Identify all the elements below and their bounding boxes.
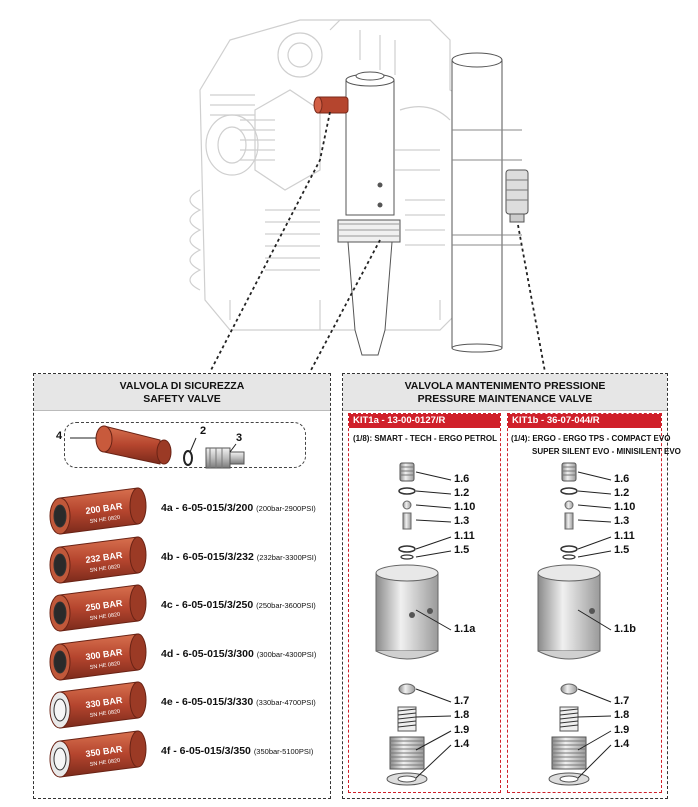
safety-valve-exploded [70,425,245,469]
kit-b-part-label: 1.11 [614,530,635,542]
kit-b-part-label: 1.9 [614,724,630,736]
valve-variant-code-text: 4a - 6-05-015/3/200 [161,502,257,514]
kit-b-leader-line [577,471,612,481]
kit-b-leader-line [577,504,612,509]
kit-b-leader-line [577,490,612,495]
kit-b-title: KIT1b - 36-07-044/R [508,414,661,428]
valve-variant-range: (200bar-2900PSI) [256,504,316,513]
kit-b-part-label: 1.4 [614,738,630,750]
valve-variant-range: (300bar-4300PSI) [256,649,317,659]
safety-valve-header: VALVOLA DI SICUREZZA SAFETY VALVE [34,374,330,411]
kit-b-box: KIT1b - 36-07-044/R [507,413,662,793]
pressure-valve-title-it: VALVOLA MANTENIMENTO PRESSIONE [404,380,606,392]
kit-b-part-label: 1.1b [614,623,637,635]
kit-a-part-label: 1.10 [454,501,476,513]
part-label-3: 3 [236,432,243,444]
kit-a-leader-line [415,744,452,779]
kit-a-leader-line [415,519,452,523]
kit-a-leader-line [415,471,452,481]
kit-a-subtitle: (1/8): SMART - TECH - ERGO PETROL [353,434,497,443]
kit-a-leader-line [415,609,452,631]
kit-a-part-label: 1.1a [454,623,476,635]
kit-b-leader-line [577,536,612,550]
kit-a-part-label: 1.6 [454,473,470,485]
kit-b-leader-line [577,688,612,703]
valve-variant-range: (330bar-4700PSI) [256,698,316,707]
valve-variant-code: 4e - 6-05-015/3/330 (330bar-4700PSI) [161,696,316,708]
kit-a-leader-line [415,550,452,558]
kit-a-title: KIT1a - 13-00-0127/R [349,414,500,428]
kit-b-part-label: 1.2 [614,487,630,499]
kit-b-part-label: 1.5 [614,544,630,556]
valve-variant-print-serial: SN HE 0820 [89,563,120,573]
kit-a-part-label: 1.4 [454,738,470,750]
kit-b-leader-line [577,730,612,751]
kit-b-leader-line [577,744,612,779]
valve-variant-print-serial: SN HE 0820 [89,612,120,622]
pressure-valve-exploded [375,462,612,786]
kit-b-subtitle-2: SUPER SILENT EVO - MINISILENT EVO [532,447,681,456]
kit-a-part-label: 1.5 [454,544,470,556]
safety-valve-panel: VALVOLA DI SICUREZZA SAFETY VALVE [33,373,331,799]
valve-variant-code: 4a - 6-05-015/3/200 (200bar-2900PSI) [161,502,316,514]
kit-a-part-label: 1.2 [454,487,470,499]
valve-variant-code-text: 4e - 6-05-015/3/330 [161,696,257,708]
part-label-2: 2 [200,425,207,437]
valve-variant-code: 4f - 6-05-015/3/350 (350bar-5100PSI) [161,745,313,757]
kit-a-part-label: 1.8 [454,709,470,721]
valve-variant-code-text: 4f - 6-05-015/3/350 [161,744,254,757]
kit-b-leader-line [577,550,612,558]
valve-variant-range: (232bar-3300PSI) [256,552,317,562]
kit-b-part-label: 1.10 [614,501,636,513]
pressure-valve-title-en: PRESSURE MAINTENANCE VALVE [417,393,593,405]
valve-variant-range: (350bar-5100PSI) [253,746,314,756]
kit-a-leader-line [415,730,452,751]
kit-a-part-label: 1.9 [454,724,470,736]
kit-a-part-label: 1.11 [454,530,475,542]
kit-b-part-label: 1.7 [614,695,630,707]
kit-a-part-label: 1.7 [454,695,470,707]
kit-b-subtitle-1: (1/4): ERGO - ERGO TPS - COMPACT EVO [511,434,671,443]
part-label-4: 4 [56,430,63,442]
kit-a-part-label: 1.3 [454,515,470,527]
kit-a-leader-line [415,715,452,718]
kit-b-part-label: 1.3 [614,515,630,527]
valve-variant-code-text: 4b - 6-05-015/3/232 [161,550,257,563]
kit-a-leader-line [415,490,452,495]
kit-a-leader-line [415,536,452,550]
valve-variant-code: 4c - 6-05-015/3/250 (250bar-3600PSI) [161,599,316,611]
kit-b-leader-line [577,609,612,631]
kit-b-leader-line [577,519,612,523]
valve-variant-print-serial: SN HE 0820 [89,660,120,670]
valve-variant-code-text: 4c - 6-05-015/3/250 [161,599,257,611]
kit-b-part-label: 1.8 [614,709,630,721]
pressure-valve-panel: VALVOLA MANTENIMENTO PRESSIONE PRESSURE … [342,373,668,799]
valve-variant-code-text: 4d - 6-05-015/3/300 [161,647,257,660]
kit-b-part-label: 1.6 [614,473,630,485]
valve-variant-code: 4b - 6-05-015/3/232 (232bar-3300PSI) [161,551,316,563]
valve-variant-print-serial: SN HE 0820 [89,515,120,525]
kit-a-leader-line [415,504,452,509]
safety-valve-title-en: SAFETY VALVE [143,393,221,405]
valve-variant-code: 4d - 6-05-015/3/300 (300bar-4300PSI) [161,648,316,660]
valve-variant-print-serial: SN HE 0820 [89,757,120,767]
kit-a-leader-line [415,688,452,703]
kit-b-leader-line [577,715,612,718]
kit-a-box: KIT1a - 13-00-0127/R [348,413,501,793]
valve-variant-print-serial: SN HE 0820 [89,709,120,719]
safety-valve-title-it: VALVOLA DI SICUREZZA [119,380,245,392]
compressor-illustration [189,19,546,372]
valve-variant-range: (250bar-3600PSI) [256,601,316,610]
pressure-valve-header: VALVOLA MANTENIMENTO PRESSIONE PRESSURE … [343,374,667,411]
exploded-view-box [64,422,306,468]
